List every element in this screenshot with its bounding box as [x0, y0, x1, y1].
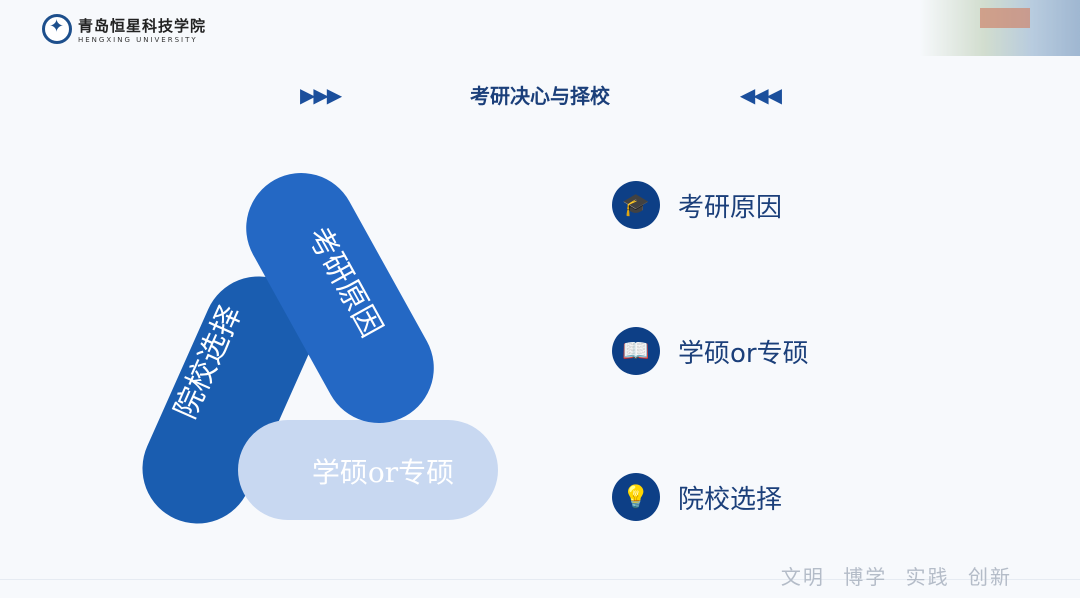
logo-emblem-icon: [42, 14, 72, 44]
list-item: 📖 学硕or专硕: [612, 326, 809, 376]
graduation-cap-icon: 🎓: [612, 181, 660, 229]
campus-photo: [920, 0, 1080, 56]
university-logo: 青岛恒星科技学院 HENGXING UNIVERSITY: [42, 14, 206, 44]
list-item-label: 考研原因: [678, 192, 783, 223]
logo-english-name: HENGXING UNIVERSITY: [78, 35, 198, 44]
footer-motto: 文明 博学 实践 创新: [780, 565, 1012, 589]
lightbulb-book-icon: 💡: [612, 473, 660, 521]
left-arrows-icon: ◀◀◀: [739, 82, 782, 107]
segment-degree-type: [238, 420, 498, 520]
segment-school-choice: [142, 276, 314, 524]
open-book-icon: 📖: [612, 327, 660, 375]
slide-title-row: ▶▶▶ 考研决心与择校 ◀◀◀: [300, 80, 782, 109]
segment-label-degree: 学硕or专硕: [312, 456, 454, 489]
slide-title: 考研决心与择校: [470, 84, 610, 108]
logo-chinese-name: 青岛恒星科技学院: [78, 16, 207, 35]
list-item-label: 学硕or专硕: [678, 338, 809, 369]
list-item: 🎓 考研原因: [612, 180, 809, 230]
list-item-label: 院校选择: [678, 484, 783, 515]
right-arrows-icon: ▶▶▶: [300, 82, 342, 107]
footer-divider: [0, 579, 1080, 580]
list-item: 💡 院校选择: [612, 472, 809, 522]
topic-list: 🎓 考研原因 📖 学硕or专硕 💡 院校选择: [612, 180, 809, 522]
segment-reason: [246, 173, 434, 423]
